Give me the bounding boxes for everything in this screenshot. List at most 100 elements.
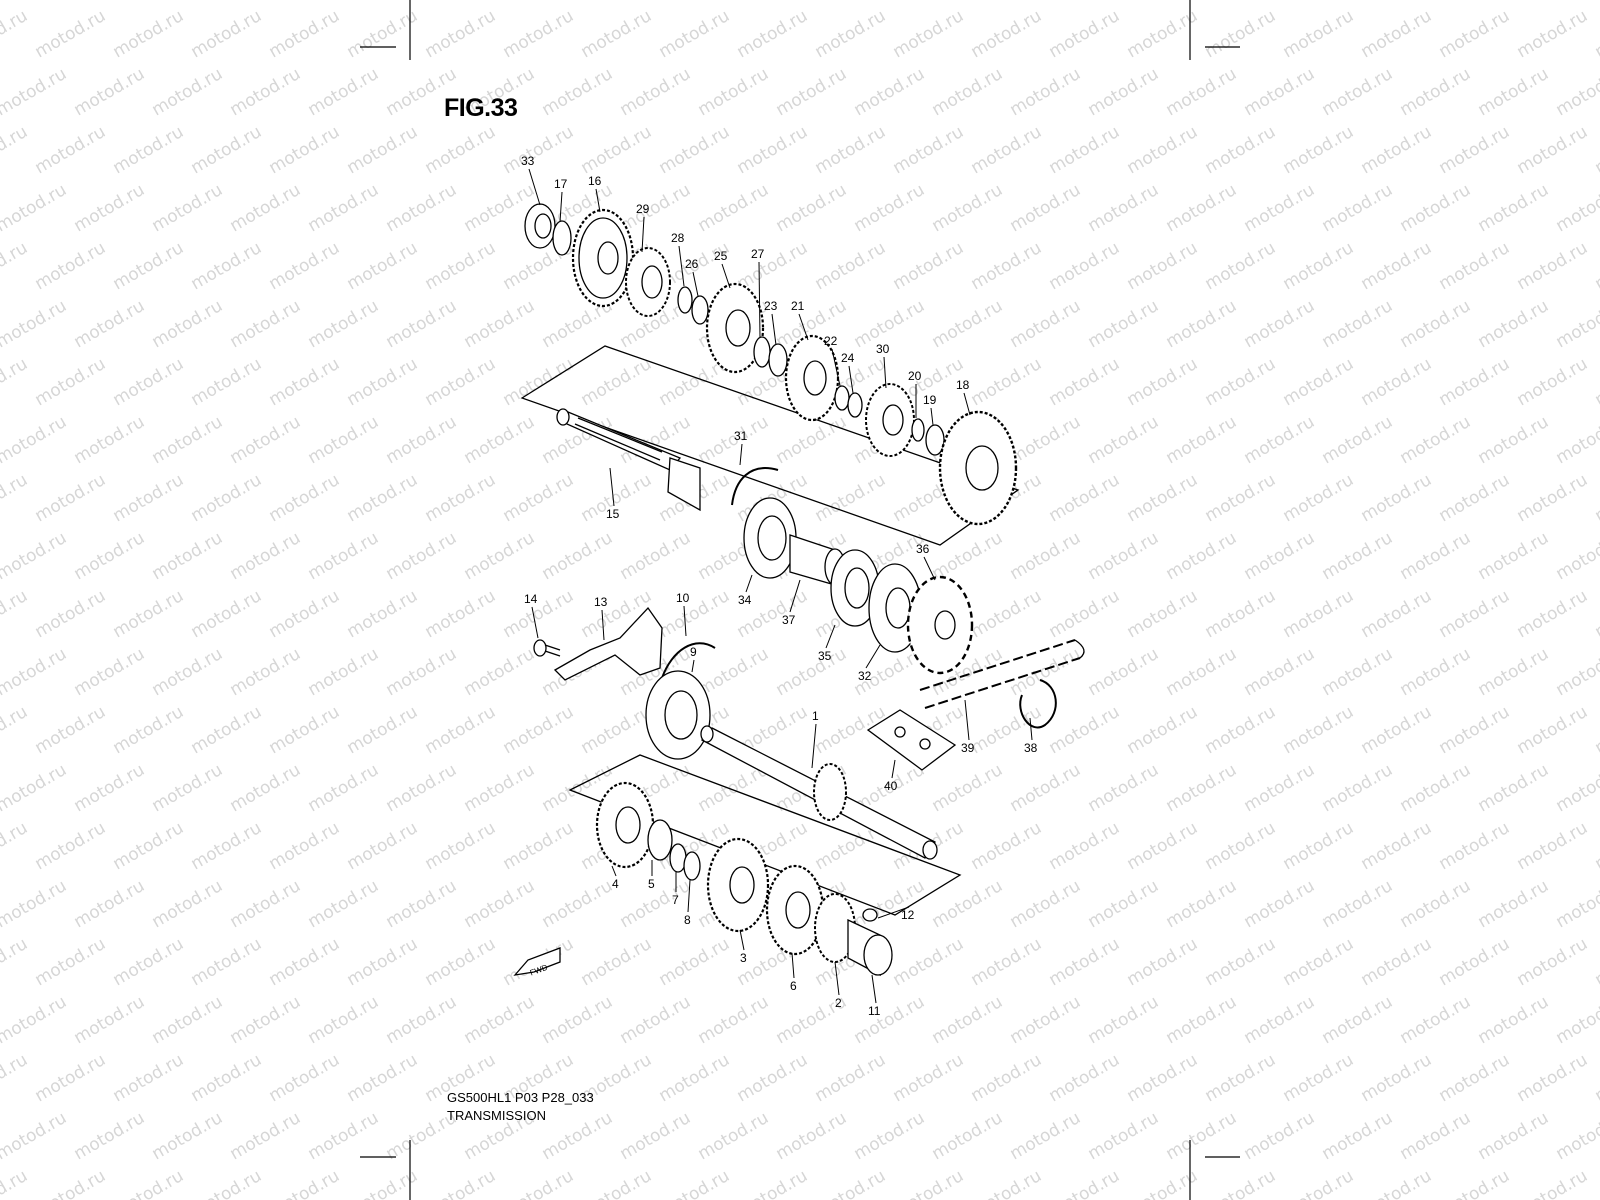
watermark-text: motod.ru <box>1085 296 1163 352</box>
watermark-text: motod.ru <box>773 64 851 120</box>
leader-line-32 <box>865 644 881 669</box>
watermark-text: motod.ru <box>110 238 188 294</box>
watermark-text: motod.ru <box>1124 238 1202 294</box>
watermark-text: motod.ru <box>266 122 344 178</box>
watermark-text: motod.ru <box>110 122 188 178</box>
watermark-text: motod.ru <box>71 760 149 816</box>
watermark-text: motod.ru <box>1319 876 1397 932</box>
watermark-text: motod.ru <box>1319 296 1397 352</box>
watermark-text: motod.ru <box>1397 412 1475 468</box>
leader-line-6 <box>791 952 795 979</box>
watermark-text: motod.ru <box>1241 64 1319 120</box>
watermark-text: motod.ru <box>1397 296 1475 352</box>
leader-line-31 <box>739 443 743 466</box>
watermark-text: motod.ru <box>1124 1050 1202 1106</box>
watermark-text: motod.ru <box>617 180 695 236</box>
watermark-text: motod.ru <box>344 702 422 758</box>
leader-line-8 <box>687 879 691 913</box>
watermark-text: motod.ru <box>656 6 734 62</box>
watermark-text: motod.ru <box>1280 586 1358 642</box>
watermark-text: motod.ru <box>1085 64 1163 120</box>
watermark-text: motod.ru <box>461 760 539 816</box>
watermark-text: motod.ru <box>461 528 539 584</box>
watermark-text: motod.ru <box>305 760 383 816</box>
part-11-bearing <box>847 918 893 977</box>
watermark-text: motod.ru <box>1514 1050 1592 1106</box>
watermark-text: motod.ru <box>422 1166 500 1200</box>
leader-line-18 <box>963 392 971 416</box>
watermark-text: motod.ru <box>1436 1166 1514 1200</box>
watermark-text: motod.ru <box>1280 1050 1358 1106</box>
watermark-text: motod.ru <box>422 470 500 526</box>
watermark-text: motod.ru <box>305 528 383 584</box>
watermark-text: motod.ru <box>1436 934 1514 990</box>
watermark-text: motod.ru <box>383 180 461 236</box>
watermark-text: motod.ru <box>422 934 500 990</box>
watermark-text: motod.ru <box>227 876 305 932</box>
watermark-text: motod.ru <box>929 992 1007 1048</box>
watermark-text: motod.ru <box>344 470 422 526</box>
watermark-text: motod.ru <box>227 528 305 584</box>
part-10-circlip <box>661 642 716 679</box>
watermark-text: motod.ru <box>1280 818 1358 874</box>
leader-line-22 <box>831 348 841 387</box>
part-33-bearing <box>524 203 556 249</box>
leader-line-40 <box>891 759 896 779</box>
part-34-bearing <box>743 497 797 579</box>
watermark-text: motod.ru <box>1280 238 1358 294</box>
watermark-text: motod.ru <box>1475 644 1553 700</box>
watermark-text: motod.ru <box>32 6 110 62</box>
watermark-text: motod.ru <box>110 818 188 874</box>
callout-4: 4 <box>612 877 619 891</box>
watermark-text: motod.ru <box>383 412 461 468</box>
watermark-text: motod.ru <box>500 470 578 526</box>
watermark-text: motod.ru <box>1280 6 1358 62</box>
watermark-text: motod.ru <box>617 64 695 120</box>
watermark-text: motod.ru <box>1358 238 1436 294</box>
watermark-text: motod.ru <box>1358 1050 1436 1106</box>
watermark-text: motod.ru <box>0 122 31 178</box>
watermark-text: motod.ru <box>1241 760 1319 816</box>
watermark-text: motod.ru <box>1202 122 1280 178</box>
watermark-text: motod.ru <box>1319 760 1397 816</box>
watermark-text: motod.ru <box>383 760 461 816</box>
leader-line-9 <box>691 659 695 673</box>
watermark-text: motod.ru <box>227 760 305 816</box>
countershaft-frame <box>520 345 1020 546</box>
watermark-text: motod.ru <box>305 644 383 700</box>
watermark-text: motod.ru <box>149 0 227 4</box>
leader-line-14 <box>531 606 539 639</box>
watermark-text: motod.ru <box>71 876 149 932</box>
watermark-text: motod.ru <box>227 1108 305 1164</box>
watermark-text: motod.ru <box>422 238 500 294</box>
watermark-text: motod.ru <box>32 122 110 178</box>
leader-line-27 <box>758 261 761 339</box>
watermark-text: motod.ru <box>1163 296 1241 352</box>
watermark-text: motod.ru <box>71 64 149 120</box>
watermark-text: motod.ru <box>1046 470 1124 526</box>
callout-17: 17 <box>554 177 568 191</box>
callout-29: 29 <box>636 202 650 216</box>
part-30-gear <box>865 383 915 457</box>
watermark-text: motod.ru <box>1358 818 1436 874</box>
watermark-text: motod.ru <box>149 296 227 352</box>
part-26-bushing <box>691 295 709 325</box>
watermark-text: motod.ru <box>890 1050 968 1106</box>
watermark-text: motod.ru <box>0 876 70 932</box>
watermark-text: motod.ru <box>695 644 773 700</box>
leader-line-24 <box>848 365 854 394</box>
part-18-gear <box>938 410 1018 526</box>
watermark-text: motod.ru <box>110 470 188 526</box>
watermark-text: motod.ru <box>1202 818 1280 874</box>
watermark-text: motod.ru <box>1085 412 1163 468</box>
callout-8: 8 <box>684 913 691 927</box>
callout-15: 15 <box>606 507 620 521</box>
watermark-text: motod.ru <box>1163 412 1241 468</box>
leader-line-2 <box>834 961 840 996</box>
watermark-text: motod.ru <box>1124 934 1202 990</box>
watermark-text: motod.ru <box>188 122 266 178</box>
watermark-text: motod.ru <box>1046 354 1124 410</box>
watermark-text: motod.ru <box>1007 64 1085 120</box>
watermark-text: motod.ru <box>1436 818 1514 874</box>
watermark-text: motod.ru <box>890 6 968 62</box>
